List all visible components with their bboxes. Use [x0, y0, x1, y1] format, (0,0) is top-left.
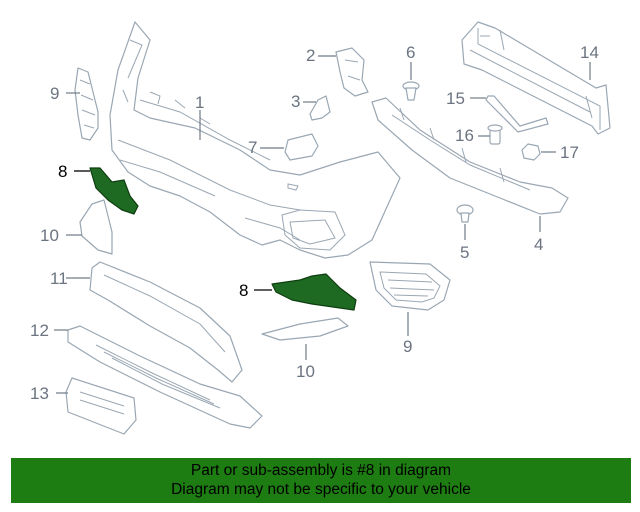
lower-trim-strip-part	[261, 317, 349, 341]
callout-14: 14	[580, 43, 599, 62]
bracket-part	[335, 47, 369, 97]
callout-11: 11	[50, 269, 68, 288]
tow-hook-cover-part	[284, 133, 319, 161]
callout-9-left: 9	[50, 84, 59, 103]
callout-15: 15	[446, 89, 465, 108]
callout-6: 6	[406, 43, 415, 62]
callout-12: 12	[30, 321, 49, 340]
footer-line-2: Diagram may not be specific to your vehi…	[171, 481, 471, 498]
bolt-part	[487, 124, 503, 145]
footer-banner: Part or sub-assembly is #8 in diagram Di…	[11, 458, 631, 503]
bumper-cover-part	[109, 21, 401, 259]
highlighted-bracket-part-lower	[271, 273, 357, 311]
callout-17: 17	[560, 143, 579, 162]
parts-diagram: 1 2 3 4 5 6 7 8 8 9 9 10 10 11 12 13 14 …	[30, 21, 611, 435]
callout-7: 7	[248, 138, 257, 157]
leader-lines	[54, 55, 591, 394]
callout-5: 5	[460, 243, 469, 262]
footer-line-1: Part or sub-assembly is #8 in diagram	[190, 462, 452, 479]
nut-part	[521, 143, 541, 161]
callout-10-bottom: 10	[296, 362, 315, 381]
side-bracket-left-part	[74, 67, 99, 141]
callout-13: 13	[30, 384, 49, 403]
callout-1: 1	[195, 93, 204, 112]
strap-bracket-part	[485, 95, 549, 133]
callout-8-lower: 8	[239, 281, 248, 300]
callout-labels: 1 2 3 4 5 6 7 8 8 9 9 10 10 11 12 13 14 …	[30, 43, 599, 403]
corner-trim-left-part	[79, 199, 113, 255]
callout-10-left: 10	[40, 226, 59, 245]
callout-4: 4	[534, 235, 543, 254]
license-plate-bracket-part	[65, 377, 137, 435]
callout-8-upper: 8	[58, 162, 67, 181]
energy-absorber-part	[371, 97, 569, 215]
clip-part	[309, 95, 331, 121]
lower-support-part	[89, 261, 243, 383]
callout-9-right: 9	[403, 337, 412, 356]
callout-2: 2	[306, 46, 315, 65]
fastener-part	[456, 204, 474, 223]
push-pin-part	[402, 81, 420, 101]
callout-16: 16	[455, 126, 474, 145]
lower-grille-part	[67, 325, 263, 429]
reinforcement-beam-part	[461, 21, 611, 135]
callout-3: 3	[291, 92, 300, 111]
highlighted-bracket-part-upper	[89, 167, 139, 215]
fog-lamp-bezel-part	[369, 261, 451, 311]
